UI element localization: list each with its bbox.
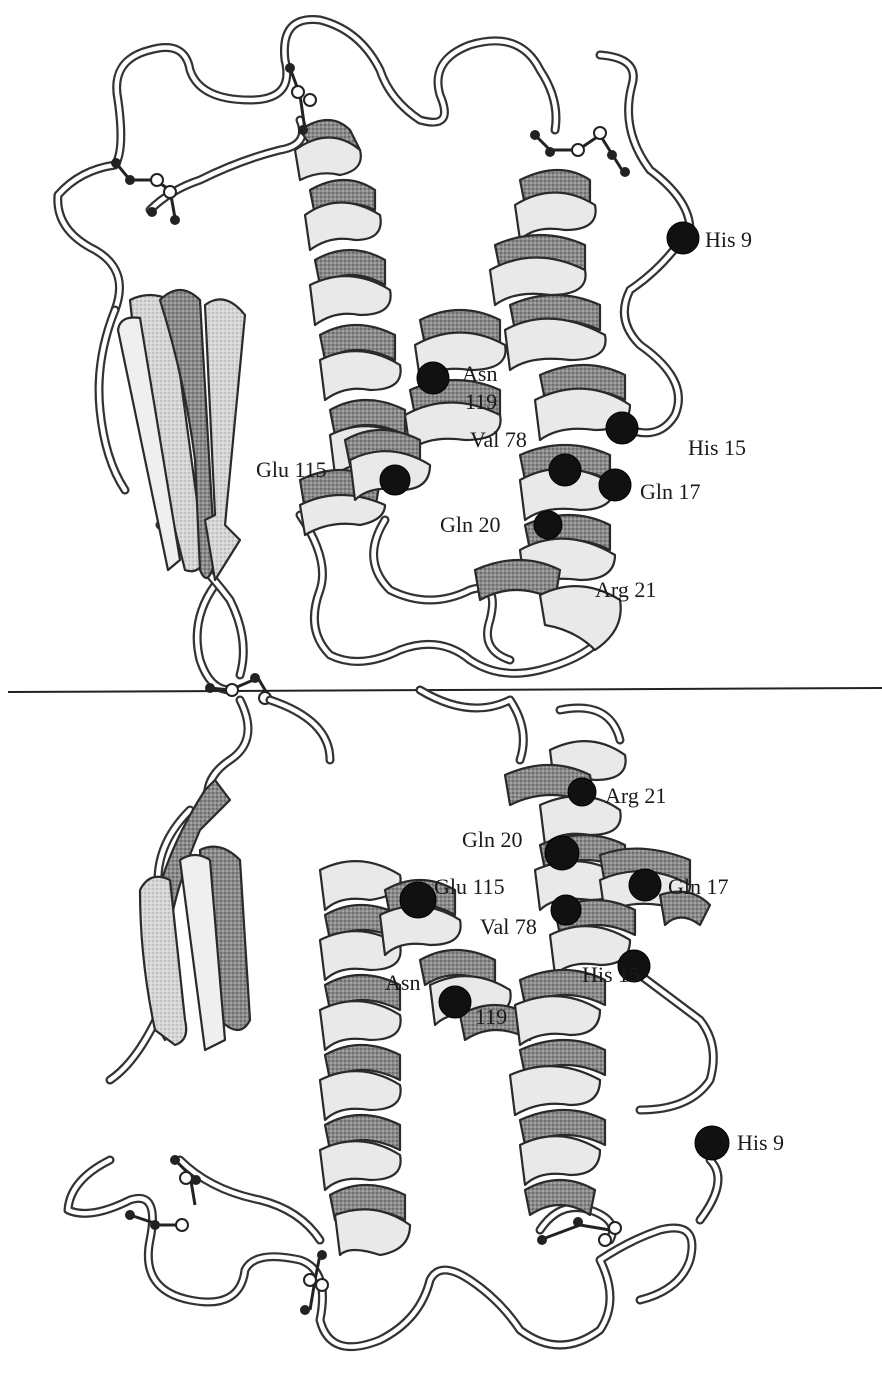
- top-asn-label: Asn: [462, 361, 497, 386]
- top-gln20-residue: [534, 511, 562, 539]
- bottom-val78-label: Val 78: [480, 914, 537, 939]
- top-val78-residue: [549, 454, 581, 486]
- top-his9-label: His 9: [705, 227, 752, 252]
- bottom-beta-sheet: [140, 780, 250, 1050]
- top-monomer: His 9 Asn 119 His 15 Val 78 Glu 115 Gln …: [58, 20, 752, 691]
- bottom-gln17-label: Gln 17: [668, 874, 729, 899]
- top-arg21-label: Arg 21: [595, 577, 656, 602]
- top-asn-number-label: 119: [465, 389, 497, 414]
- bottom-gln20-label: Gln 20: [462, 827, 523, 852]
- bottom-glu115-residue: [400, 882, 436, 918]
- bottom-gln20-residue: [545, 836, 579, 870]
- bottom-glu115-label: Glu 115: [434, 874, 505, 899]
- top-beta-sheet: [118, 290, 245, 580]
- bottom-monomer: Arg 21 Gln 20 Glu 115 Gln 17 Val 78 Asn …: [68, 690, 784, 1347]
- bottom-his9-label: His 9: [737, 1130, 784, 1155]
- bottom-gln17-residue: [629, 869, 661, 901]
- bottom-arg21-residue: [568, 778, 596, 806]
- bottom-his15-label: His 15: [582, 962, 640, 987]
- bottom-asn-number-label: 119: [475, 1004, 507, 1029]
- bottom-val78-residue: [551, 895, 581, 925]
- top-his9-residue: [667, 222, 699, 254]
- top-asn119-residue: [417, 362, 449, 394]
- top-gln20-label: Gln 20: [440, 512, 501, 537]
- bottom-asn119-residue: [439, 986, 471, 1018]
- top-his15-label: His 15: [688, 435, 746, 460]
- top-gln17-label: Gln 17: [640, 479, 701, 504]
- membrane-divider-line: [8, 688, 882, 692]
- top-glu115-label: Glu 115: [256, 457, 327, 482]
- bottom-asn-label: Asn: [385, 970, 420, 995]
- top-gln17-residue: [599, 469, 631, 501]
- bottom-arg21-label: Arg 21: [605, 783, 666, 808]
- bottom-his9-residue: [695, 1126, 729, 1160]
- top-glu115-residue: [380, 465, 410, 495]
- top-his15-residue: [606, 412, 638, 444]
- top-val78-label: Val 78: [470, 427, 527, 452]
